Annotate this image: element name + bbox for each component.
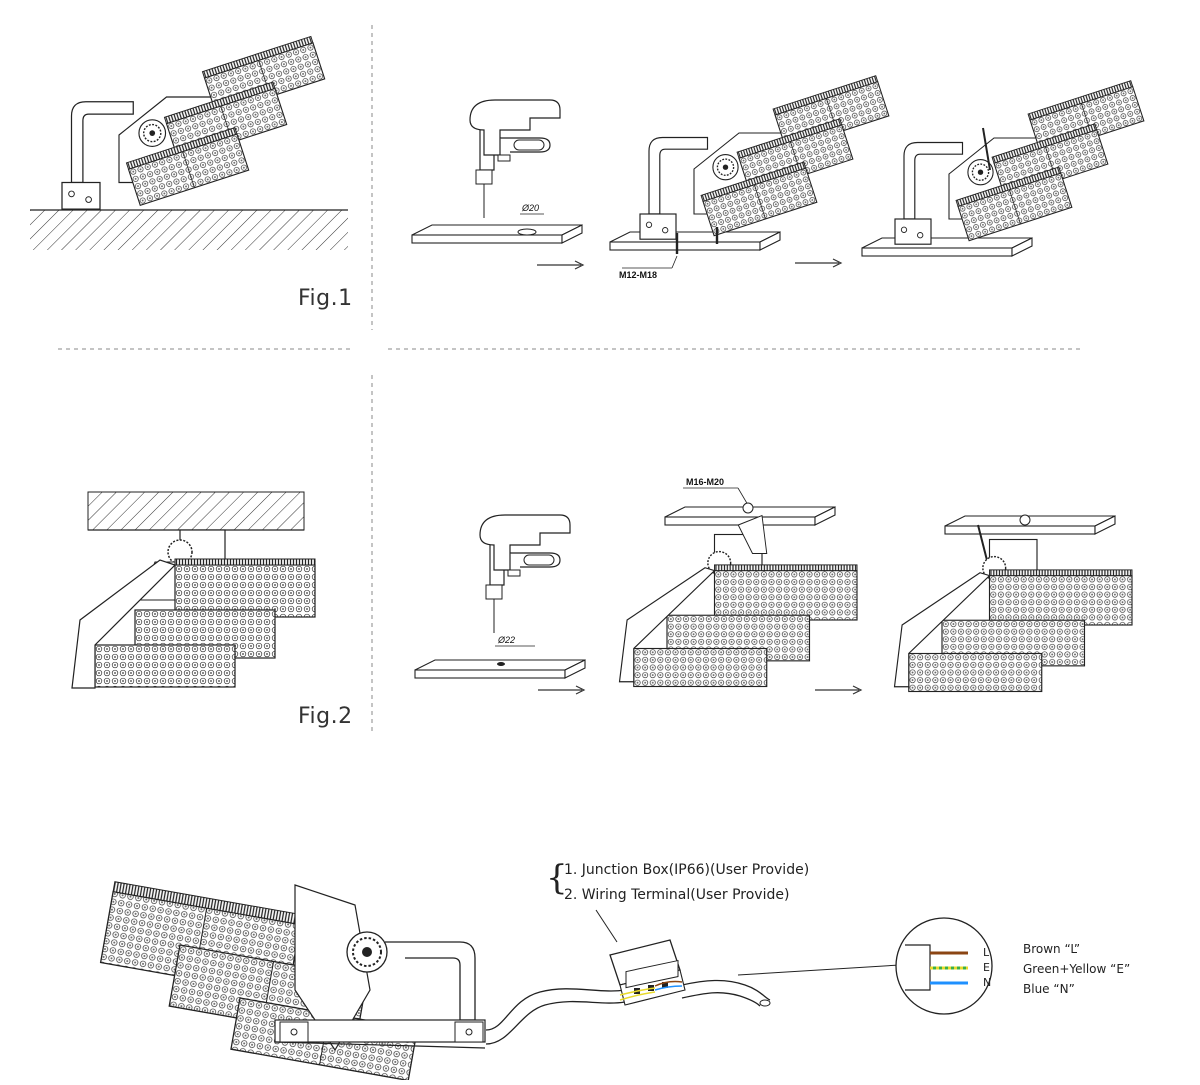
figure-2-label: Fig.2 xyxy=(298,704,353,729)
figure-1-label: Fig.1 xyxy=(298,286,353,311)
wire-legend-green-yellow: Green+Yellow “E” xyxy=(1023,962,1131,976)
wire-legend-blue: Blue “N” xyxy=(1023,982,1075,996)
hole-diameter-label-fig1: Ø20 xyxy=(522,203,540,213)
note-wiring-terminal: 2. Wiring Terminal(User Provide) xyxy=(564,887,790,903)
terminal-n-label: N xyxy=(983,976,992,989)
terminal-l-label: L xyxy=(983,946,990,959)
junction-box-icon xyxy=(609,939,686,1006)
note-brace: { xyxy=(546,858,568,898)
hole-diameter-label-fig2: Ø22 xyxy=(498,635,516,645)
bolt-size-label-fig2: M16-M20 xyxy=(686,477,725,487)
bolt-size-label-fig1: M12-M18 xyxy=(619,270,658,280)
wire-legend-brown: Brown “L” xyxy=(1023,942,1081,956)
terminal-e-label: E xyxy=(983,961,990,974)
note-junction-box: 1. Junction Box(IP66)(User Provide) xyxy=(564,862,810,878)
